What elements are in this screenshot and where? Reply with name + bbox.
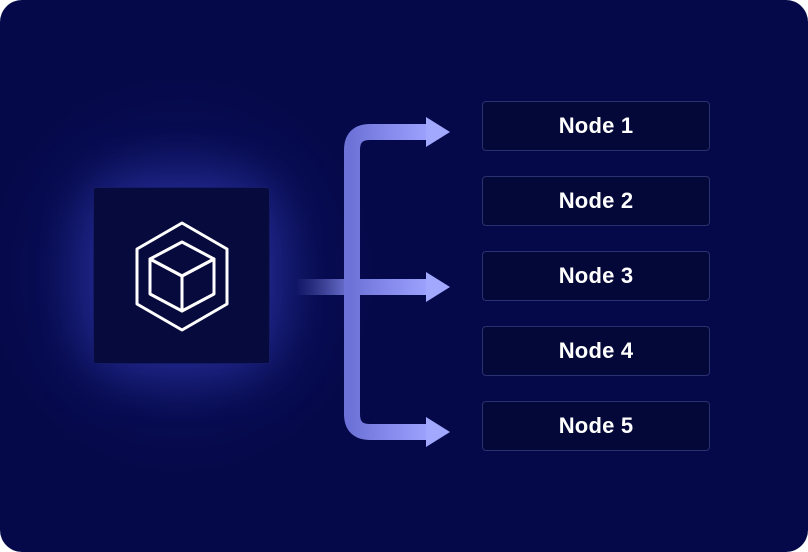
cube-right-face: [180, 257, 216, 313]
arrowhead-node-3: [426, 272, 450, 302]
node-1-label: Node 1: [558, 113, 634, 138]
node-3: Node 3: [482, 251, 710, 301]
node-4: Node 4: [482, 326, 710, 376]
source-block: [93, 187, 270, 364]
node-1: Node 1: [482, 101, 710, 151]
node-5-label: Node 5: [558, 413, 634, 438]
node-2: Node 2: [482, 176, 710, 226]
arrowhead-node-1: [426, 117, 450, 147]
node-4-label: Node 4: [558, 338, 634, 363]
hexagon-outline: [135, 221, 229, 332]
node-5: Node 5: [482, 401, 710, 451]
node-2-label: Node 2: [558, 188, 634, 213]
cube-icon: [135, 221, 229, 332]
node-3-label: Node 3: [558, 263, 634, 288]
arrowhead-node-5: [426, 417, 450, 447]
